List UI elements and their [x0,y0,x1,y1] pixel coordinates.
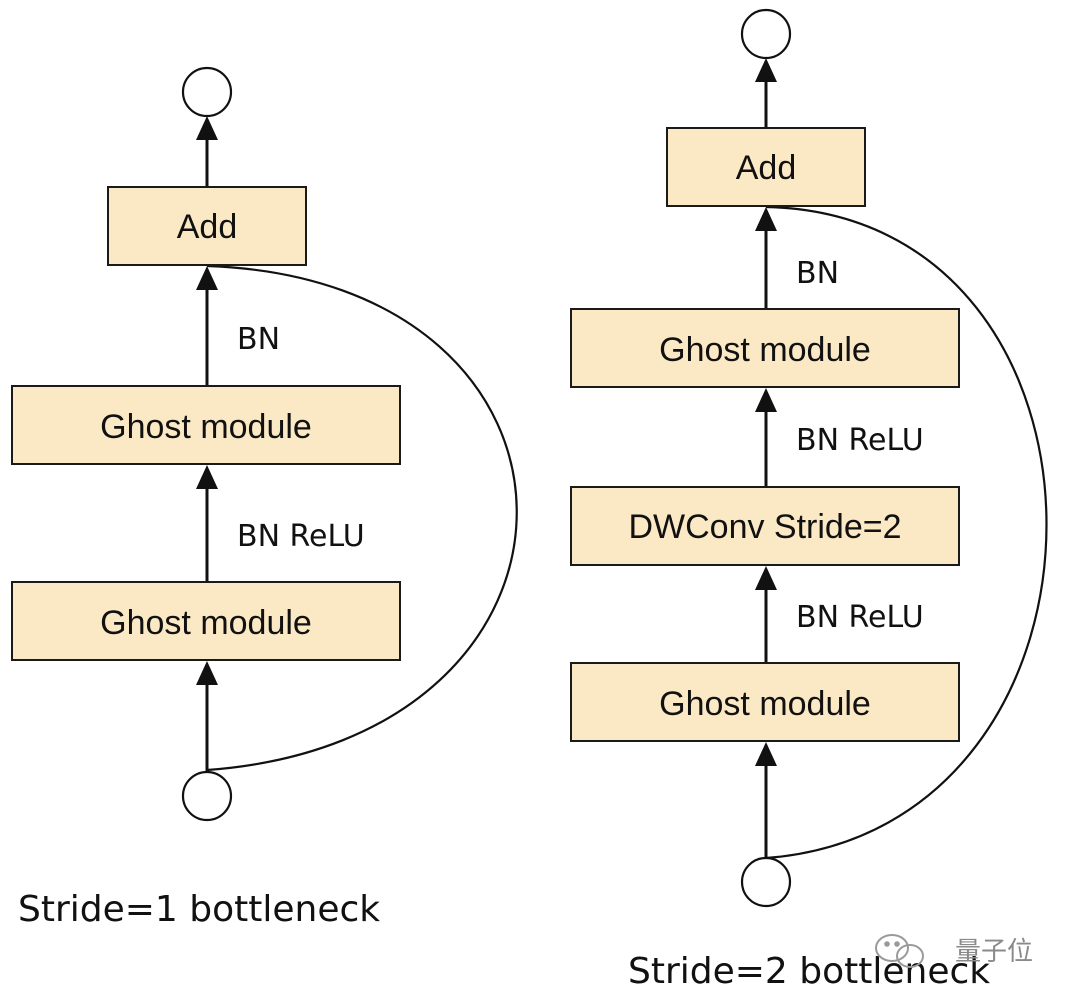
stride1-bottleneck: Add BN Ghost module BN ReLU Ghost module… [11,66,518,930]
right-bn-relu-1-label: BN ReLU [796,600,924,635]
stride2-bottleneck: Add BN Ghost module BN ReLU DWConv Strid… [570,8,1048,992]
watermark-text: 量子位 [955,937,1033,967]
right-ghost-module-1: Ghost module [570,662,960,742]
left-bn-label: BN [237,322,280,357]
left-ghost2-label: Ghost module [100,408,312,446]
left-arrowhead-ghost2-add [196,266,218,290]
right-arrowhead-input-ghost1 [755,742,777,766]
right-arrowhead-ghost1-dwconv [755,566,777,590]
right-skip-connection [765,205,1048,860]
right-output-node [740,8,792,60]
left-ghost1-label: Ghost module [100,604,312,642]
right-dwconv-box: DWConv Stride=2 [570,486,960,566]
right-arrowhead-dwconv-ghost2 [755,388,777,412]
right-caption: Stride=2 bottleneck [628,951,990,992]
right-bn-label: BN [796,256,839,291]
watermark: 量子位 [875,934,1033,968]
left-ghost-module-2: Ghost module [11,385,401,465]
left-arrowhead-add-output [196,116,218,140]
left-input-node [181,770,233,822]
right-bn-relu-2-label: BN ReLU [796,423,924,458]
right-arrowhead-ghost2-add [755,207,777,231]
left-arrowhead-input-ghost1 [196,661,218,685]
left-bn-relu-label: BN ReLU [237,519,365,554]
right-ghost-module-2: Ghost module [570,308,960,388]
right-arrowhead-add-output [755,58,777,82]
right-add-box: Add [666,127,866,207]
wechat-icon [875,934,924,968]
right-dwconv-label: DWConv Stride=2 [628,508,901,546]
right-ghost1-label: Ghost module [659,685,871,723]
left-caption: Stride=1 bottleneck [18,889,380,930]
right-input-node [740,856,792,908]
left-output-node [181,66,233,118]
left-ghost-module-1: Ghost module [11,581,401,661]
left-skip-connection [206,264,518,772]
left-arrowhead-ghost1-ghost2 [196,465,218,489]
right-add-label: Add [736,149,797,187]
left-add-label: Add [177,208,238,246]
right-ghost2-label: Ghost module [659,331,871,369]
left-add-box: Add [107,186,307,266]
